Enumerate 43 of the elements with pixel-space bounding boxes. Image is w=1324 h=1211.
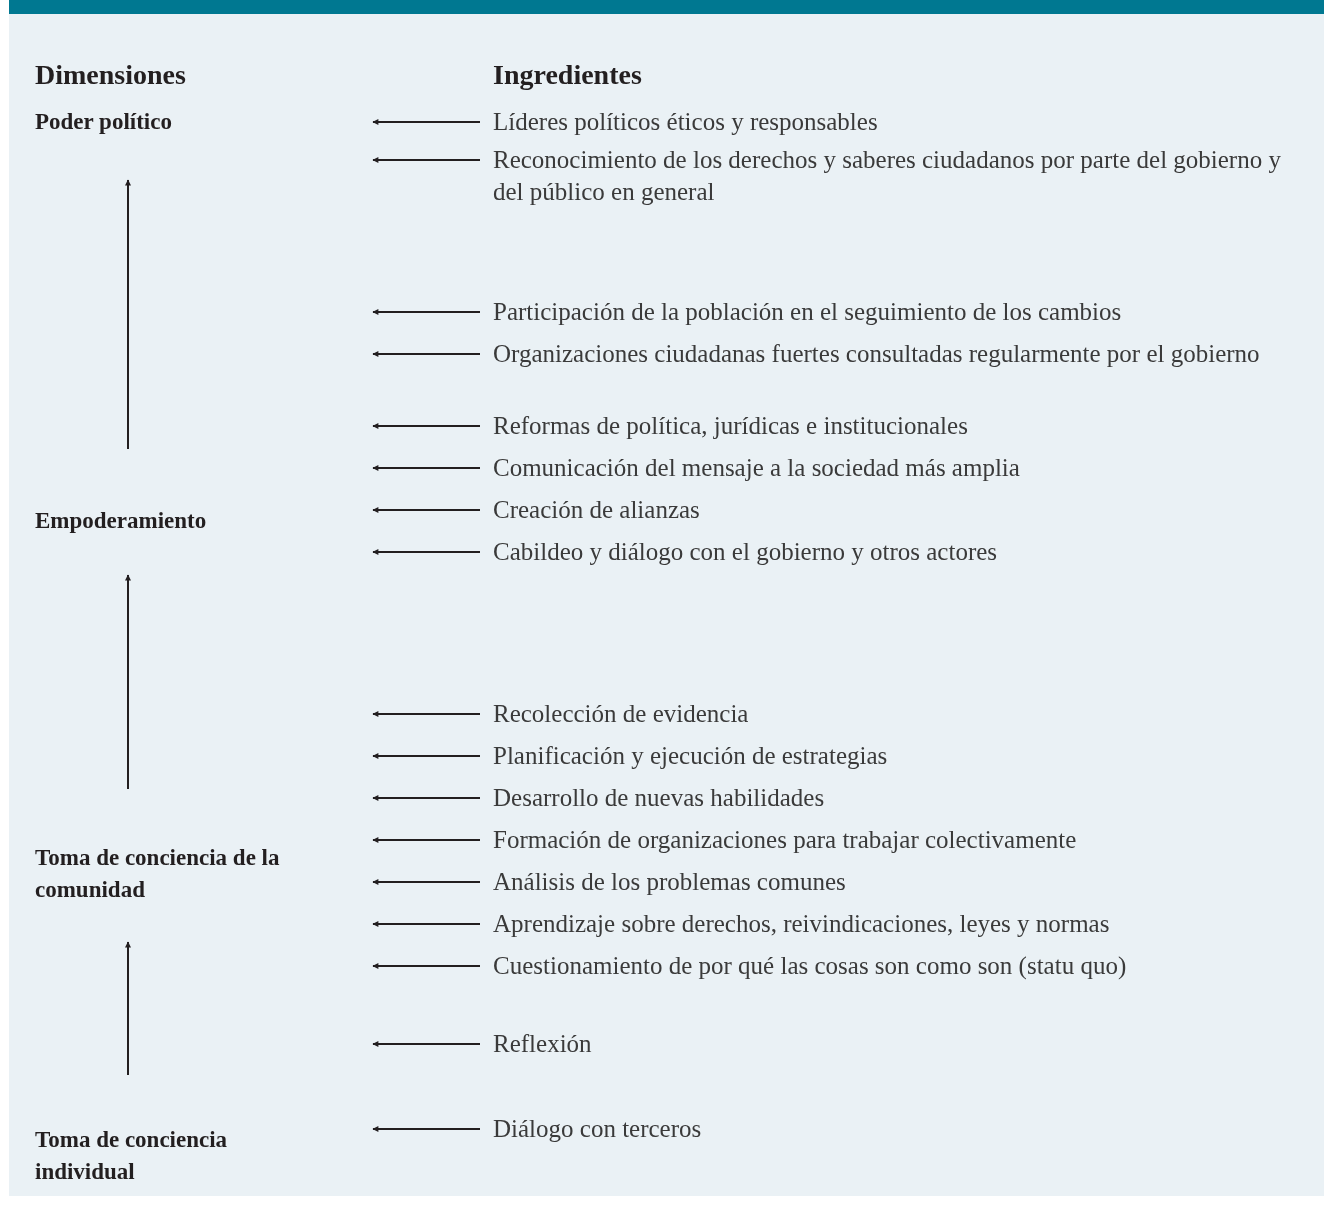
arrow bbox=[372, 423, 481, 429]
dimension-label: Empoderamiento bbox=[35, 505, 305, 537]
dimension-label: Poder político bbox=[35, 106, 305, 138]
arrow bbox=[372, 309, 481, 315]
ingredient-label: Cabildeo y diálogo con el gobierno y otros actores bbox=[480, 536, 1308, 568]
ingredient-label: Planificación y ejecución de estrategias bbox=[480, 740, 1308, 772]
dimension-label: Toma de conciencia de la comunidad bbox=[35, 842, 305, 906]
ingredient-label: Cuestionamiento de por qué las cosas son como son (statu quo) bbox=[480, 950, 1308, 982]
arrow bbox=[372, 1126, 481, 1132]
ingredient-label: Líderes políticos éticos y responsables bbox=[480, 106, 1308, 138]
arrow bbox=[372, 119, 481, 125]
ingredient-label: Análisis de los problemas comunes bbox=[480, 866, 1308, 898]
ingredient-label: Aprendizaje sobre derechos, reivindicaciones, leyes y normas bbox=[480, 908, 1308, 940]
ingredient-label: Reflexión bbox=[480, 1028, 1308, 1060]
ingredient-label: Reformas de política, jurídicas e institucionales bbox=[480, 410, 1308, 442]
column-heading: Ingredientes bbox=[493, 58, 642, 92]
arrow bbox=[372, 837, 481, 843]
arrow bbox=[372, 795, 481, 801]
ingredient-label: Recolección de evidencia bbox=[480, 698, 1308, 730]
arrow bbox=[125, 179, 131, 450]
arrow bbox=[372, 711, 481, 717]
arrow bbox=[125, 574, 131, 790]
ingredient-label: Organizaciones ciudadanas fuertes consultadas regularmente por el gobierno bbox=[480, 338, 1308, 370]
arrow bbox=[372, 157, 481, 163]
arrow bbox=[372, 1041, 481, 1047]
arrow bbox=[372, 963, 481, 969]
ingredient-label: Desarrollo de nuevas habilidades bbox=[480, 782, 1308, 814]
arrow bbox=[372, 507, 481, 513]
ingredient-label: Creación de alianzas bbox=[480, 494, 1308, 526]
ingredient-label: Diálogo con terceros bbox=[480, 1113, 1308, 1145]
ingredient-label: Formación de organizaciones para trabajar colectivamente bbox=[480, 824, 1308, 856]
arrow bbox=[372, 351, 481, 357]
ingredient-label: Reconocimiento de los derechos y saberes ciudadanos por parte del gobierno y del público en general bbox=[480, 144, 1308, 208]
arrow bbox=[125, 941, 131, 1076]
dimension-label: Toma de conciencia individual bbox=[35, 1124, 305, 1188]
arrow bbox=[372, 879, 481, 885]
arrow bbox=[372, 465, 481, 471]
column-heading: Dimensiones bbox=[35, 58, 186, 92]
ingredient-label: Comunicación del mensaje a la sociedad más amplia bbox=[480, 452, 1308, 484]
arrow bbox=[372, 549, 481, 555]
ingredient-label: Participación de la población en el seguimiento de los cambios bbox=[480, 296, 1308, 328]
arrow bbox=[372, 921, 481, 927]
arrow bbox=[372, 753, 481, 759]
